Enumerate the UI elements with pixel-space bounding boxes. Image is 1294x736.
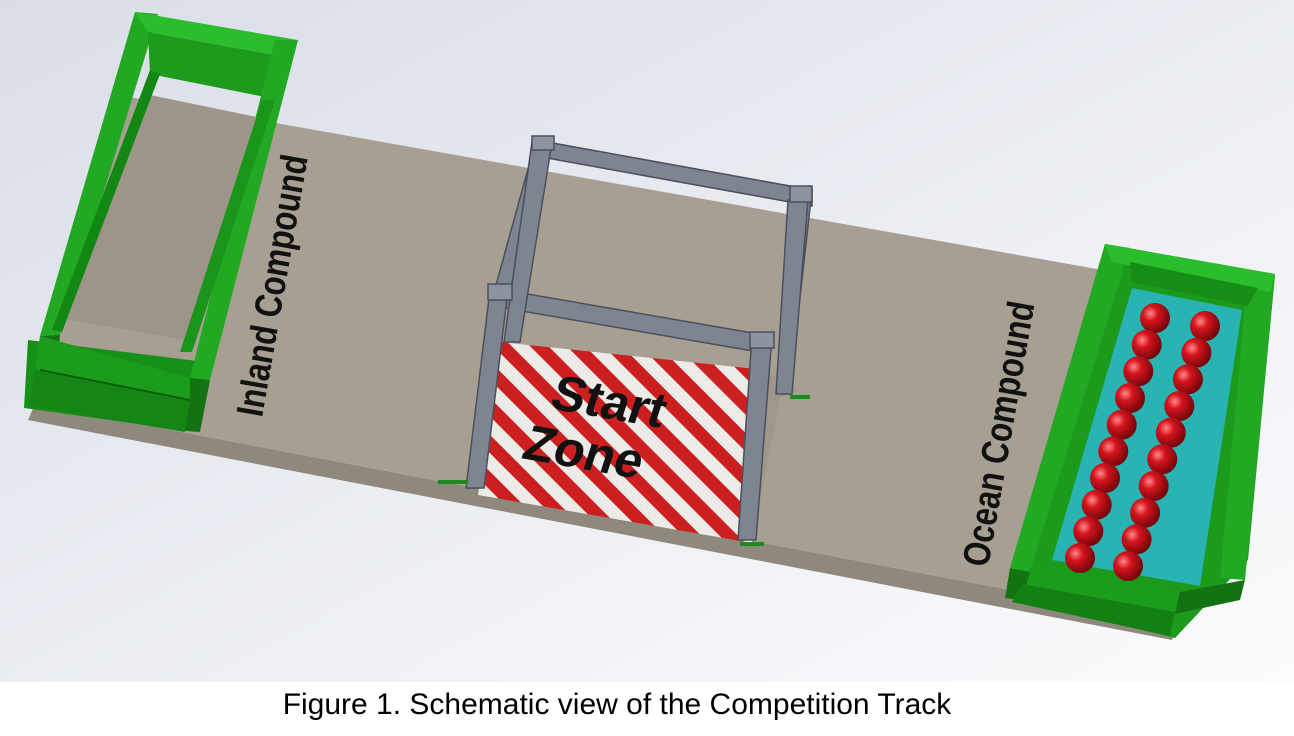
red-ball — [1190, 311, 1220, 341]
red-ball — [1140, 303, 1170, 333]
red-ball — [1113, 551, 1143, 581]
red-ball — [1115, 383, 1145, 413]
red-ball — [1090, 463, 1120, 493]
start-zone-frame — [465, 135, 813, 541]
red-ball — [1172, 364, 1203, 395]
red-ball — [1164, 391, 1195, 421]
red-ball — [1130, 497, 1161, 528]
red-ball — [1123, 356, 1154, 387]
red-ball — [1098, 436, 1129, 467]
ball-group — [1065, 303, 1220, 581]
red-ball — [1081, 489, 1112, 520]
figure-caption: Figure 1. Schematic view of the Competit… — [282, 688, 952, 721]
red-ball — [1106, 409, 1137, 440]
red-ball — [1181, 337, 1212, 368]
red-ball — [1147, 444, 1178, 475]
red-ball — [1131, 329, 1162, 360]
red-ball — [1065, 543, 1095, 573]
red-ball — [1073, 516, 1104, 547]
inland-compound-box — [24, 12, 298, 432]
red-ball — [1121, 524, 1152, 555]
red-ball — [1155, 417, 1186, 448]
competition-track-figure: Start Zone Inland Compound Ocean Compoun… — [0, 0, 1294, 682]
frame-feet — [438, 395, 810, 546]
red-ball — [1138, 471, 1169, 501]
